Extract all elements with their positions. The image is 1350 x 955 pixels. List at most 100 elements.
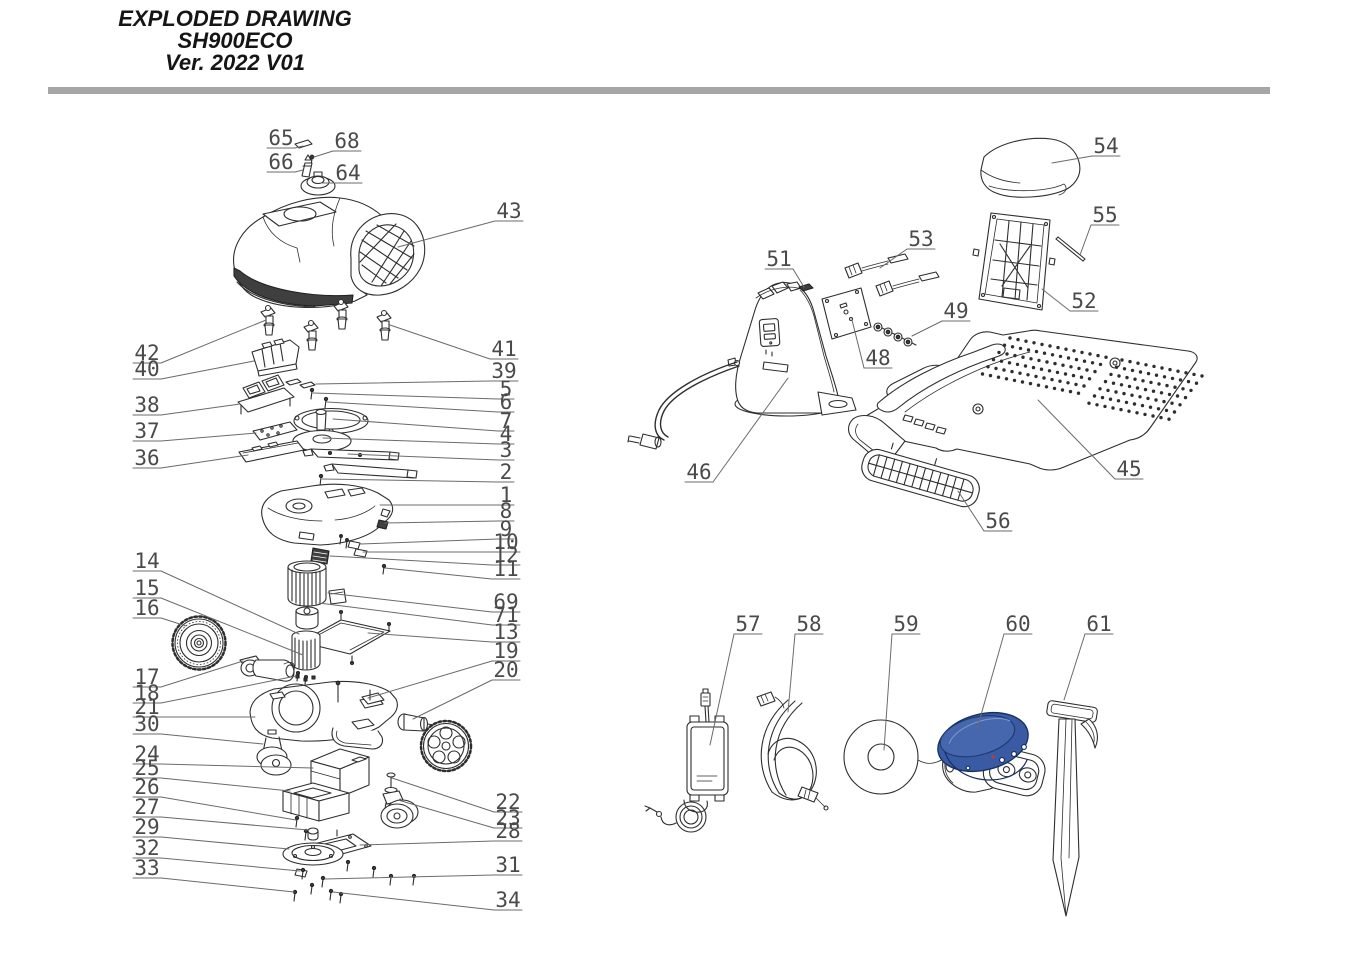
leader-line (294, 145, 304, 149)
part-14-15-gear-motor (291, 630, 321, 682)
part-61-fixing-peg (1046, 700, 1098, 917)
part-number-2: 2 (500, 460, 513, 484)
title-block: EXPLODED DRAWING SH900ECO Ver. 2022 V01 (55, 8, 415, 74)
leader-line (367, 632, 493, 643)
leader-line (327, 592, 493, 613)
part-number-16: 16 (134, 596, 159, 620)
leader-line (879, 248, 908, 269)
leader-line (160, 432, 257, 442)
part-number-28: 28 (495, 819, 520, 843)
part-40-display-housing (251, 338, 300, 377)
leader-line (347, 453, 499, 461)
part-53-charge-contacts (844, 253, 940, 297)
leader-line (976, 633, 1005, 730)
part-7-gasket-ring (293, 407, 369, 435)
part-number-55: 55 (1092, 203, 1117, 227)
leader-line (160, 796, 297, 821)
leader-line (883, 633, 893, 751)
part-6-screw (323, 396, 329, 409)
part-number-21: 21 (134, 695, 159, 719)
part-number-52: 52 (1071, 289, 1096, 313)
leader-line (911, 320, 943, 337)
height-sensor (376, 309, 392, 341)
part-46-station-tower (627, 281, 857, 450)
part-36-bar (238, 440, 305, 463)
part-55-rod (1055, 236, 1086, 262)
leader-line (1041, 288, 1071, 312)
part-57-power-supply (644, 688, 729, 833)
part-number-13: 13 (493, 620, 518, 644)
leader-line (313, 150, 334, 158)
part-number-56: 56 (985, 509, 1010, 533)
part-number-22: 22 (495, 790, 520, 814)
part-number-64: 64 (335, 161, 360, 185)
part-number-6: 6 (500, 390, 513, 414)
title-line-3: Ver. 2022 V01 (165, 50, 305, 75)
part-number-23: 23 (495, 806, 520, 830)
part-27-bushing (307, 827, 319, 841)
leader-lines-layer (132, 145, 1144, 911)
leader-line (1037, 399, 1116, 480)
leader-line (367, 660, 493, 699)
part-39-clips (285, 378, 316, 389)
leader-line (160, 857, 301, 872)
part-51-clip (798, 283, 814, 292)
leader-line (160, 836, 290, 850)
part-37-pcb (252, 421, 298, 441)
leader-line (160, 360, 255, 380)
part-4-blade-disc (292, 408, 352, 453)
leader-line (315, 380, 491, 385)
part-number-48: 48 (865, 346, 890, 370)
part-number-19: 19 (493, 639, 518, 663)
leader-line (332, 891, 495, 911)
part-number-36: 36 (134, 446, 159, 470)
part-number-38: 38 (134, 393, 159, 417)
part-30-caster-wheels (256, 729, 292, 776)
part-number-43: 43 (496, 199, 521, 223)
leader-line (384, 520, 499, 524)
part-52-back-panel (972, 212, 1056, 311)
part-number-40: 40 (134, 357, 159, 381)
part-41-42-height-sensors (260, 298, 392, 351)
height-sensor (260, 304, 276, 336)
leader-line (389, 324, 491, 360)
leader-line (160, 660, 244, 688)
title-line-2: SH900ECO (177, 28, 293, 53)
leader-line (321, 478, 499, 483)
part-number-30: 30 (134, 712, 159, 736)
leader-line (160, 733, 264, 745)
part-number-14: 14 (134, 549, 159, 573)
part-number-24: 24 (134, 742, 159, 766)
part-number-17: 17 (134, 665, 159, 689)
height-sensor (303, 319, 319, 351)
part-1-chassis-top (261, 483, 394, 546)
part-29-skid-disc (282, 842, 344, 866)
part-number-31: 31 (495, 853, 520, 877)
part-8-9-10-12-small-parts (310, 519, 389, 575)
leader-line (294, 169, 304, 173)
part-number-29: 29 (134, 815, 159, 839)
part-number-7: 7 (500, 409, 513, 433)
leader-line (412, 679, 493, 720)
leader-line (359, 538, 499, 545)
part-number-45: 45 (1116, 457, 1141, 481)
part-number-33: 33 (134, 856, 159, 880)
part-rear-wheel (419, 719, 473, 773)
part-number-1: 1 (500, 483, 513, 507)
part-number-53: 53 (908, 227, 933, 251)
title-line-1: EXPLODED DRAWING (118, 6, 352, 31)
leader-line (1051, 155, 1093, 164)
part-58-connection-cable (756, 691, 829, 811)
leader-line (712, 377, 789, 483)
part-number-68: 68 (334, 129, 359, 153)
leader-line (160, 319, 267, 364)
leader-line (160, 763, 314, 769)
leader-line (709, 633, 735, 746)
part-number-11: 11 (493, 557, 518, 581)
part-number-39: 39 (491, 359, 516, 383)
part-65-clip (294, 139, 313, 149)
leader-line (332, 418, 499, 432)
part-number-32: 32 (134, 836, 159, 860)
